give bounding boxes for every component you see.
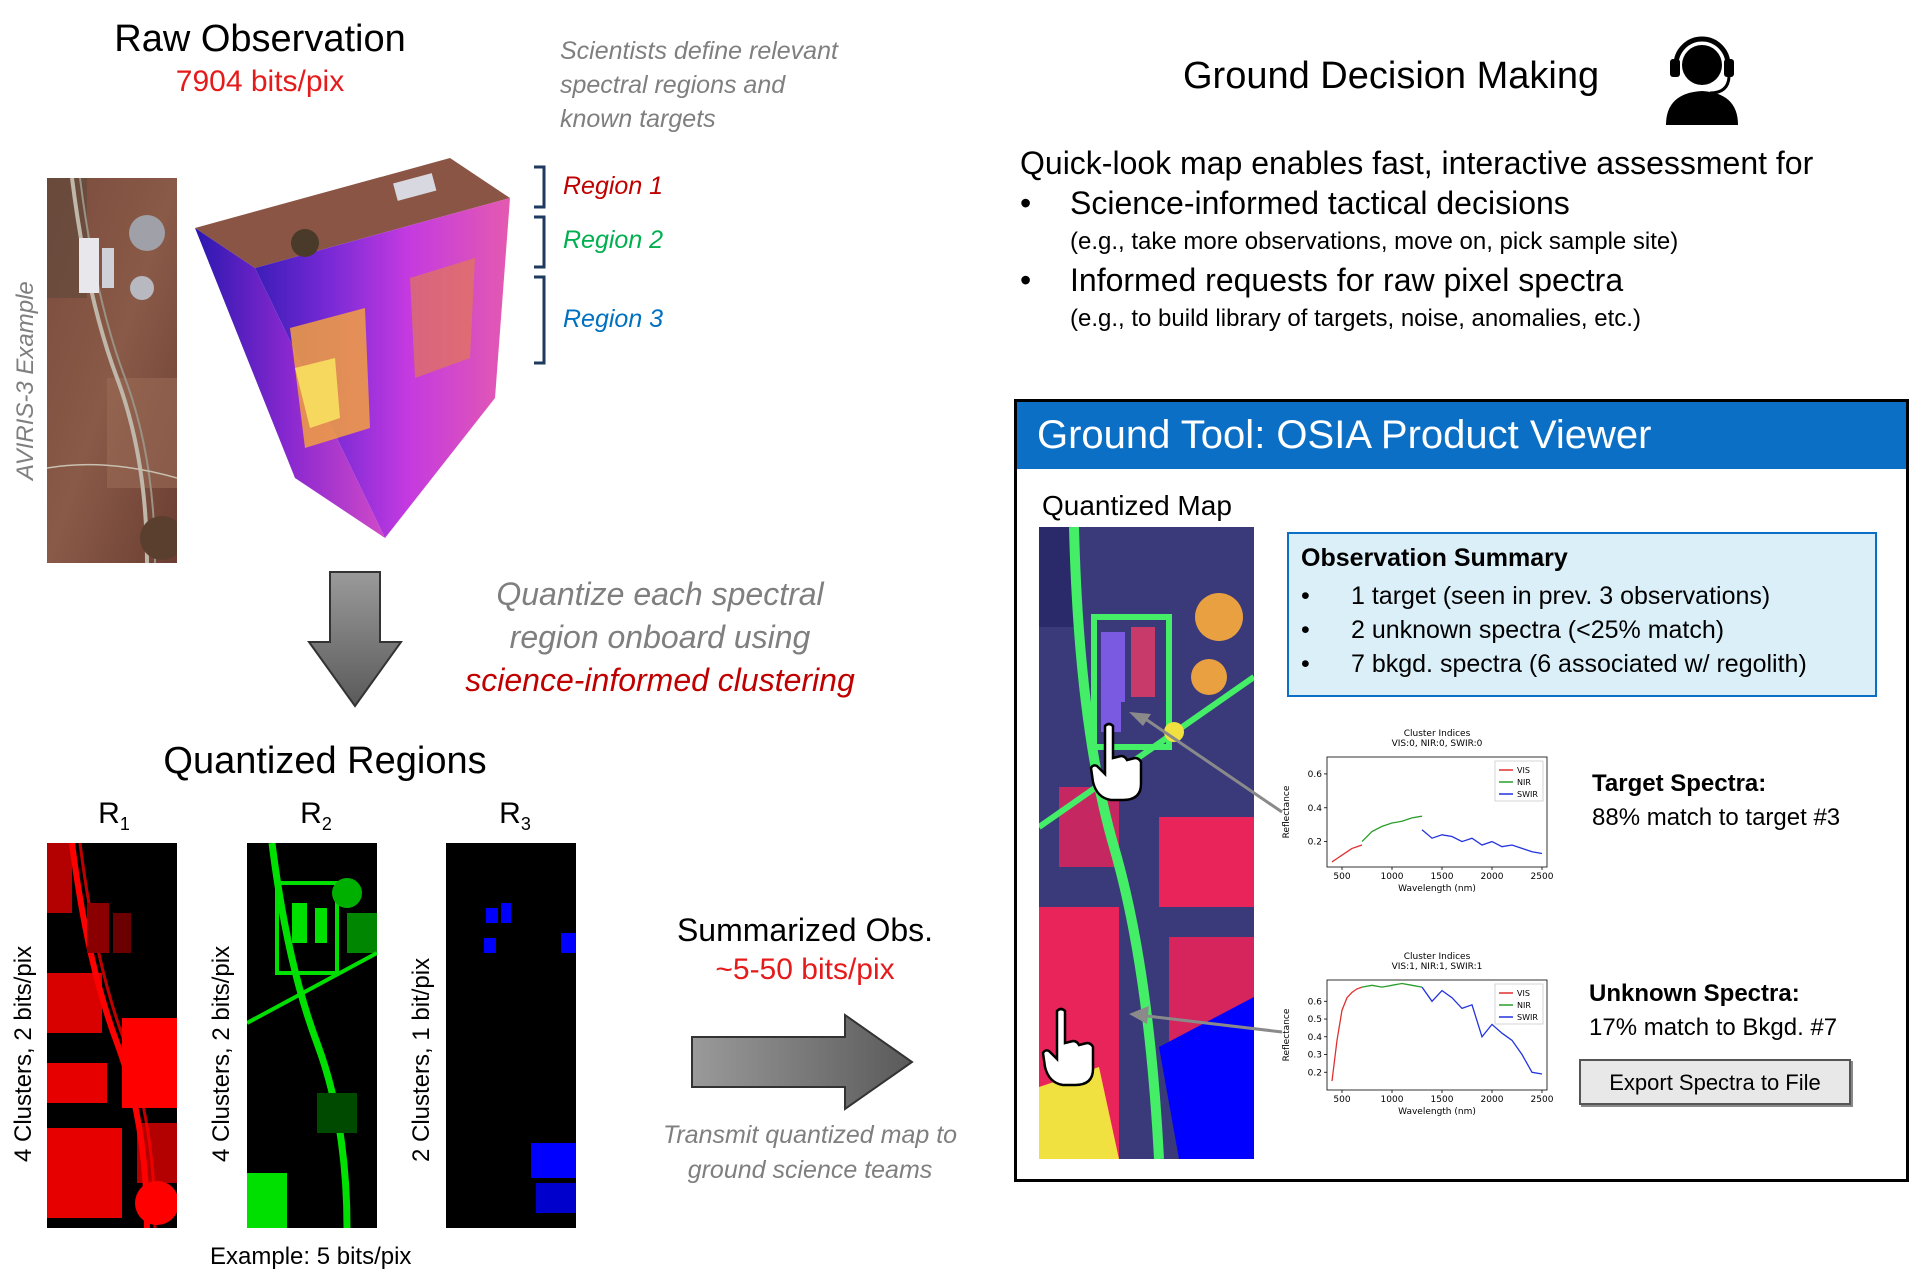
- y-tick-label: 0.4: [1308, 1033, 1323, 1043]
- y-tick-label: 0.2: [1308, 1068, 1322, 1078]
- right-arrow-icon: [690, 1012, 915, 1117]
- summary-item: •2 unknown spectra (<25% match): [1301, 616, 1725, 644]
- series-line-vis: [1331, 844, 1363, 863]
- r2-map: [247, 843, 377, 1228]
- x-tick-label: 2000: [1481, 872, 1504, 882]
- x-axis-label: Wavelength (nm): [1398, 884, 1476, 894]
- chart-title: Cluster Indices: [1404, 729, 1471, 739]
- ground-bullets: • Science-informed tactical decisions (e…: [1020, 185, 1900, 333]
- transmit-note: Transmit quantized map to ground science…: [662, 1121, 958, 1184]
- y-tick-label: 0.6: [1308, 770, 1323, 780]
- region-brackets: [532, 165, 552, 370]
- x-tick-label: 2000: [1481, 1095, 1504, 1105]
- chart-subtitle: VIS:0, NIR:0, SWIR:0: [1392, 739, 1483, 749]
- summary-item: •1 target (seen in prev. 3 observations): [1301, 582, 1771, 610]
- connector-arrows: [1127, 712, 1287, 1047]
- unknown-spectra-info: Unknown Spectra: 17% match to Bkgd. #7: [1589, 980, 1838, 1041]
- summarized-title: Summarized Obs.: [676, 912, 934, 948]
- x-axis-label: Wavelength (nm): [1398, 1107, 1476, 1117]
- chart-subtitle: VIS:1, NIR:1, SWIR:1: [1392, 962, 1483, 972]
- quantize-text: Quantize each spectral region onboard us…: [465, 576, 855, 698]
- target-spectra-info: Target Spectra: 88% match to target #3: [1592, 770, 1841, 831]
- operator-headset-icon: [1662, 35, 1742, 130]
- y-axis-label: Reflectance: [1282, 785, 1292, 838]
- summary-item: •7 bkgd. spectra (6 associated w/ regoli…: [1301, 650, 1807, 678]
- down-arrow-icon: [305, 570, 405, 715]
- legend-label: SWIR: [1517, 790, 1538, 799]
- y-tick-label: 0.5: [1308, 1015, 1322, 1025]
- summarized-block: Summarized Obs. ~5-50 bits/pix: [640, 912, 970, 987]
- y-axis-label: Reflectance: [1282, 1008, 1292, 1061]
- aviris-label: AVIRIS-3 Example: [12, 281, 39, 480]
- quantized-regions-title: Quantized Regions: [163, 740, 487, 782]
- r3-label: R3: [499, 797, 531, 834]
- rgb-image: [47, 178, 177, 563]
- ground-title: Ground Decision Making: [1183, 55, 1600, 97]
- chart-title: Cluster Indices: [1404, 952, 1471, 962]
- legend-label: NIR: [1517, 1001, 1531, 1010]
- r3-map: [446, 843, 576, 1228]
- series-line-swir: [1421, 986, 1543, 1075]
- legend-label: SWIR: [1517, 1013, 1538, 1022]
- r1-side-label: 4 Clusters, 2 bits/pix: [10, 945, 37, 1162]
- r1-map: [47, 843, 177, 1228]
- example-bits-label: Example: 5 bits/pix: [210, 1243, 412, 1270]
- y-tick-label: 0.4: [1308, 804, 1323, 814]
- region-3-label: Region 3: [563, 305, 664, 333]
- quantized-map[interactable]: [1039, 527, 1254, 1159]
- r3-side-label: 2 Clusters, 1 bit/pix: [408, 957, 435, 1162]
- quantized-map-title: Quantized Map: [1042, 490, 1232, 521]
- x-tick-label: 2500: [1531, 872, 1554, 882]
- summarized-bits: ~5-50 bits/pix: [715, 953, 895, 986]
- x-tick-label: 500: [1333, 872, 1350, 882]
- legend-label: VIS: [1517, 989, 1530, 998]
- x-tick-label: 1000: [1381, 1095, 1404, 1105]
- ground-bullet-1: • Science-informed tactical decisions (e…: [1020, 185, 1679, 255]
- raw-observation-title: Raw Observation: [114, 18, 406, 60]
- series-line-vis: [1331, 986, 1363, 1082]
- x-tick-label: 1500: [1431, 1095, 1454, 1105]
- observation-summary: Observation Summary •1 target (seen in p…: [1287, 532, 1877, 697]
- chart-frame: [1326, 979, 1548, 1091]
- legend-label: NIR: [1517, 778, 1531, 787]
- series-line-nir: [1361, 815, 1423, 843]
- x-tick-label: 500: [1333, 1095, 1350, 1105]
- region-1-label: Region 1: [563, 172, 664, 200]
- r2-label: R2: [300, 797, 332, 834]
- hyperspectral-cube: [195, 158, 520, 538]
- y-tick-label: 0.2: [1308, 838, 1322, 848]
- summary-title: Observation Summary: [1301, 544, 1568, 572]
- raw-bits-label: 7904 bits/pix: [175, 65, 345, 98]
- r1-label: R1: [98, 797, 130, 834]
- pointer-hand-icon-unknown: [1039, 1007, 1099, 1092]
- chart-frame: [1326, 756, 1548, 868]
- x-tick-label: 1000: [1381, 872, 1404, 882]
- osia-viewer-panel: Ground Tool: OSIA Product Viewer Quantiz…: [1014, 399, 1909, 1182]
- r2-side-label: 4 Clusters, 2 bits/pix: [208, 945, 235, 1162]
- x-tick-label: 1500: [1431, 872, 1454, 882]
- ground-intro: Quick-look map enables fast, interactive…: [1020, 145, 1814, 181]
- ground-bullet-2: • Informed requests for raw pixel spectr…: [1020, 262, 1641, 332]
- export-spectra-button[interactable]: Export Spectra to File: [1579, 1059, 1851, 1105]
- y-tick-label: 0.6: [1308, 997, 1323, 1007]
- scientists-note: Scientists define relevant spectral regi…: [560, 37, 838, 133]
- series-line-swir: [1421, 829, 1543, 855]
- x-tick-label: 2500: [1531, 1095, 1554, 1105]
- panel-header: Ground Tool: OSIA Product Viewer: [1017, 402, 1906, 469]
- pointer-hand-icon-target: [1087, 722, 1147, 807]
- y-tick-label: 0.3: [1308, 1051, 1322, 1061]
- region-2-label: Region 2: [563, 226, 664, 254]
- series-line-nir: [1361, 982, 1423, 988]
- legend-label: VIS: [1517, 766, 1530, 775]
